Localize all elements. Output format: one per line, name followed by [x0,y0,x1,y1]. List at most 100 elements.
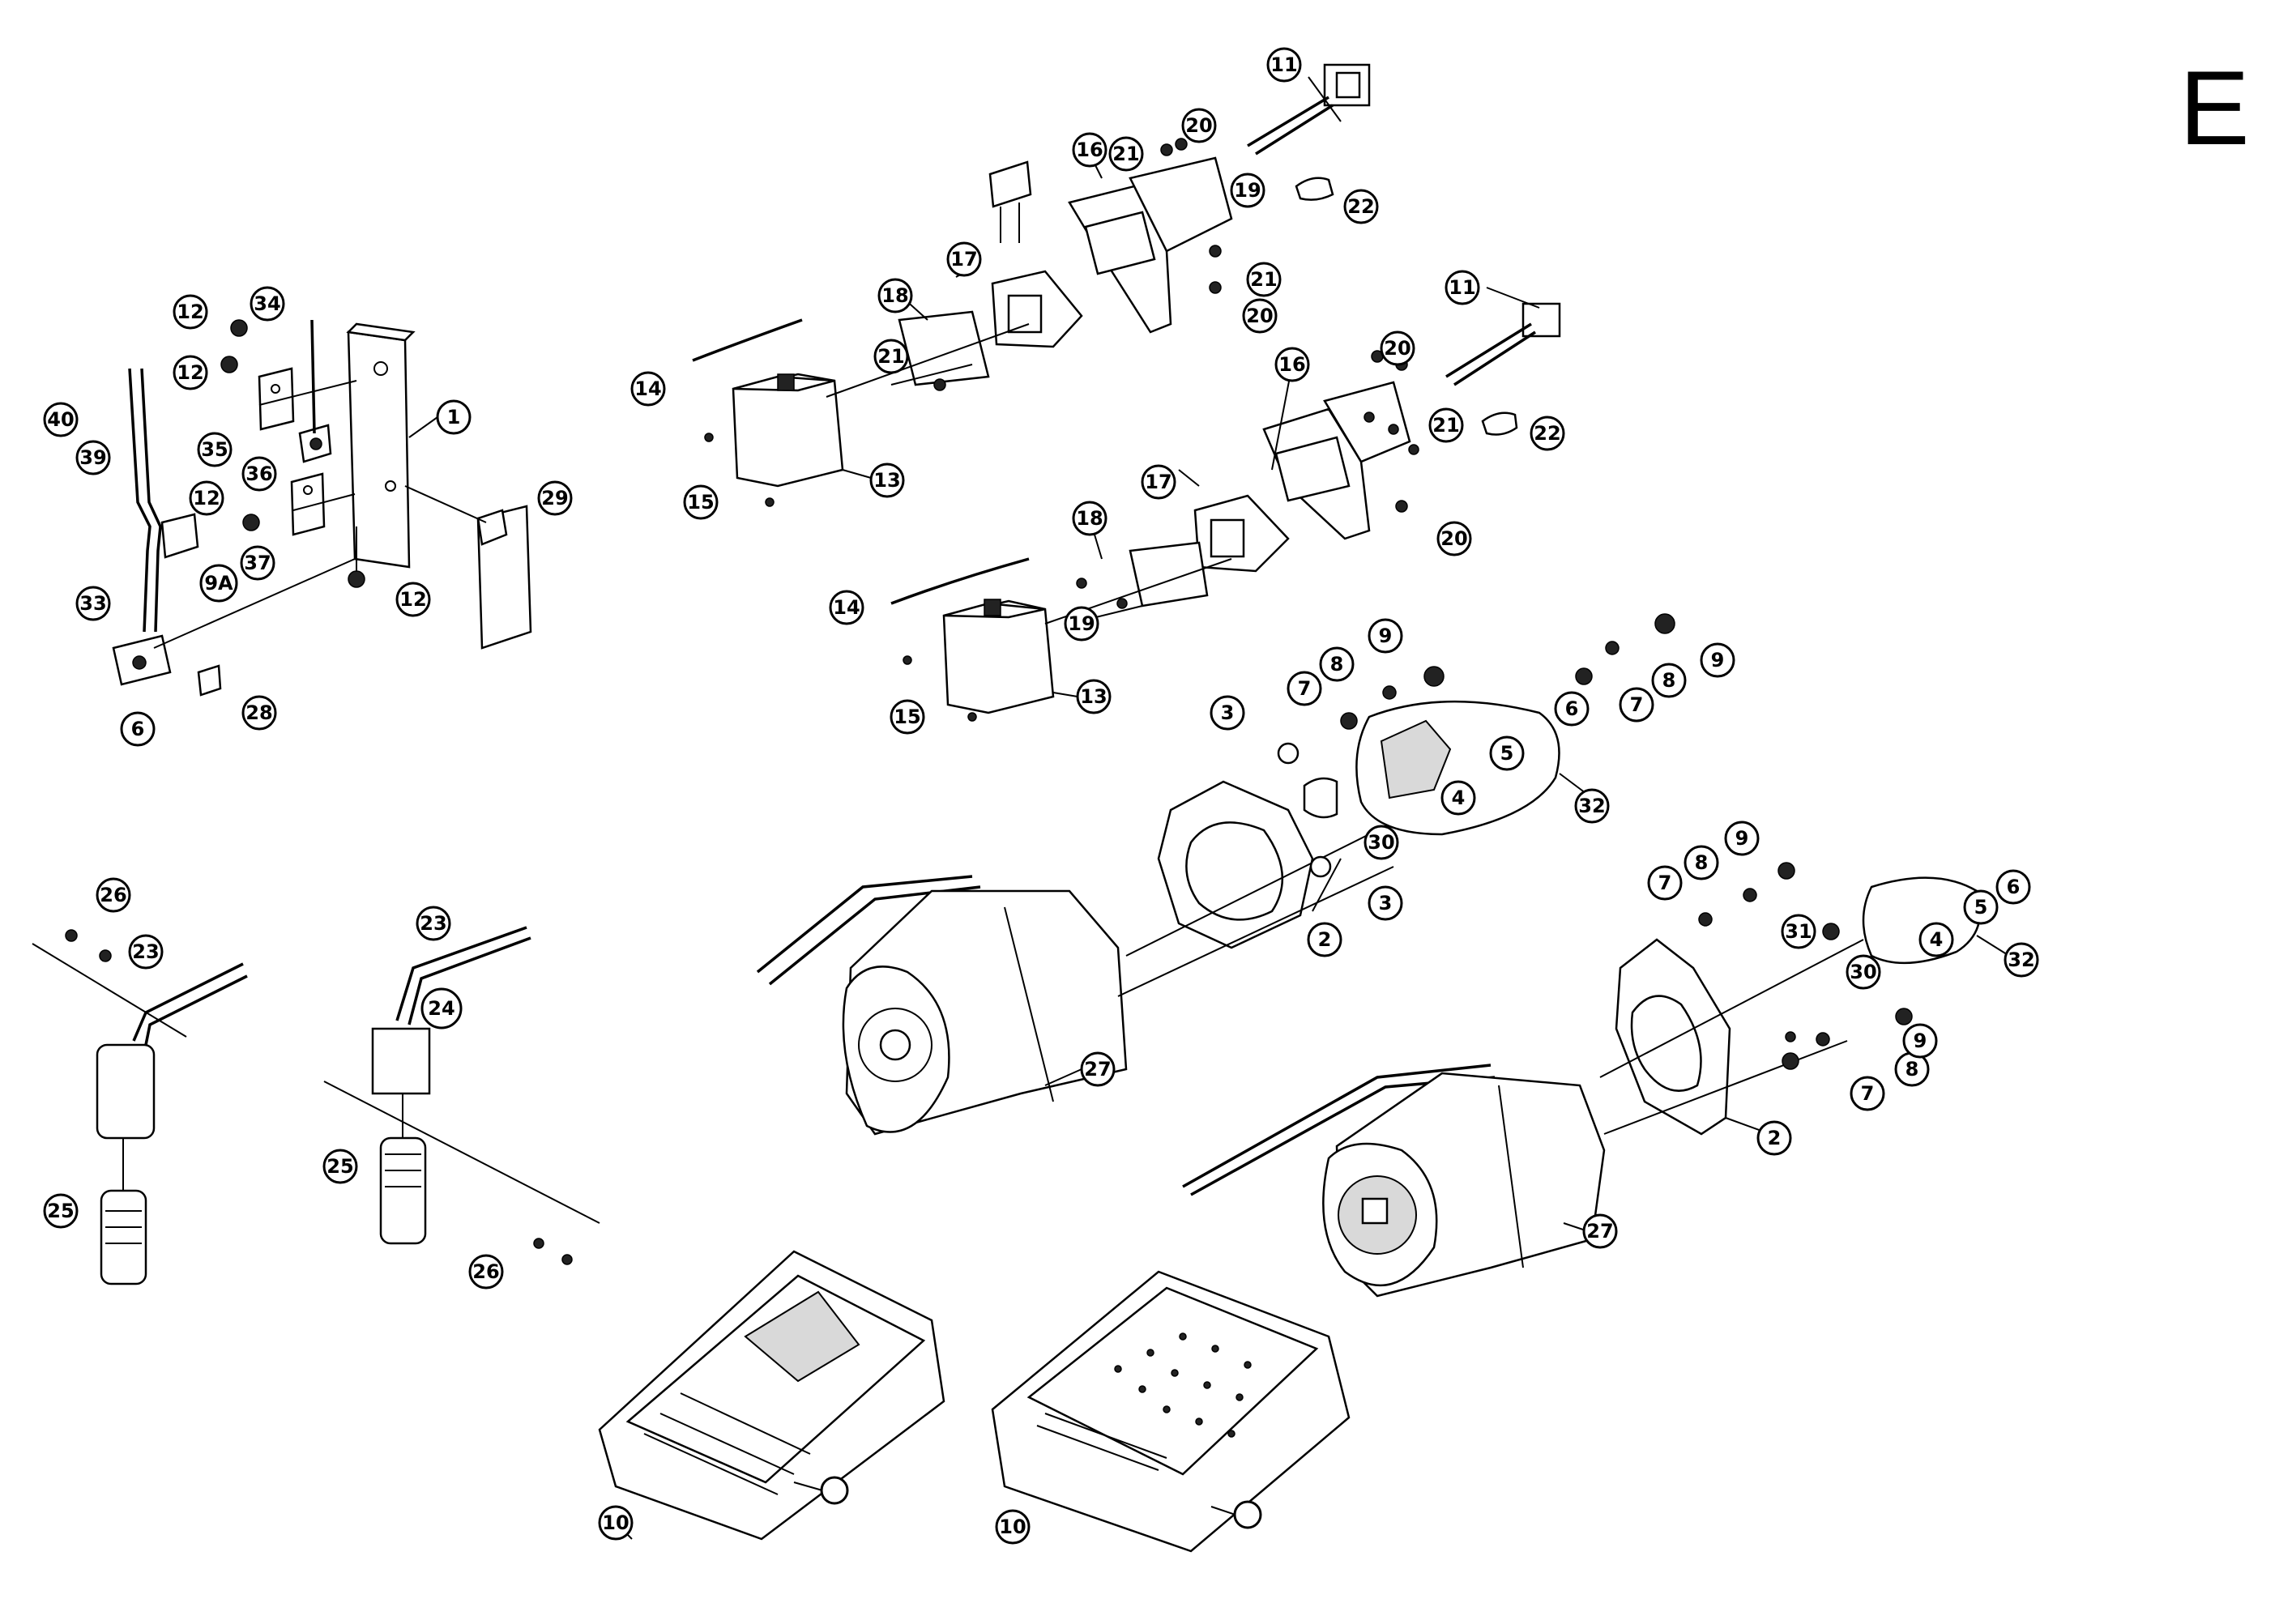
svg-text:21: 21 [877,345,904,368]
svg-text:33: 33 [79,592,106,615]
svg-text:34: 34 [254,292,280,315]
svg-text:40: 40 [47,408,74,431]
svg-text:9: 9 [1914,1030,1927,1052]
sheet-letter: E [2179,49,2250,167]
bracket-assembly [112,319,532,697]
callout-34: 34 [250,286,285,322]
lamp-socket-assemblies [32,926,600,1285]
callout-20: 20 [1242,298,1278,334]
callout-21: 21 [873,339,909,374]
svg-text:39: 39 [79,446,106,469]
callout-12: 12 [395,582,431,617]
callout-5: 5 [1489,735,1525,771]
svg-text:3: 3 [1221,701,1235,724]
svg-text:12: 12 [193,487,220,509]
svg-text:11: 11 [1449,276,1475,299]
callout-36: 36 [241,456,277,492]
svg-text:5: 5 [1500,742,1514,765]
callout-5: 5 [1963,889,1999,925]
svg-text:17: 17 [1145,471,1171,493]
callout-18: 18 [1072,501,1107,536]
svg-text:23: 23 [132,940,159,963]
callout-11: 11 [1445,270,1480,305]
callout-21: 21 [1428,407,1464,443]
callout-4: 4 [1440,780,1476,816]
svg-text:7: 7 [1861,1082,1875,1105]
svg-text:20: 20 [1440,527,1467,550]
svg-text:20: 20 [1185,114,1212,137]
callout-8: 8 [1894,1051,1930,1087]
svg-text:14: 14 [634,377,661,400]
callout-9A: 9A [199,564,238,603]
callout-22: 22 [1530,416,1565,451]
svg-text:15: 15 [687,491,714,514]
callout-12: 12 [173,294,208,330]
callout-39: 39 [75,440,111,475]
callout-21: 21 [1246,262,1282,297]
svg-text:10: 10 [602,1511,629,1534]
svg-text:9A: 9A [204,572,233,595]
svg-text:2: 2 [1318,928,1332,951]
callout-35: 35 [197,432,233,467]
callout-17: 17 [946,241,982,277]
callout-10: 10 [598,1505,634,1541]
callout-3: 3 [1368,885,1403,921]
callout-37: 37 [240,545,275,581]
callout-6: 6 [1554,691,1590,727]
svg-text:10: 10 [999,1516,1026,1538]
callout-7: 7 [1619,687,1654,723]
pedal-grip-dots [1114,1332,1252,1438]
callout-8: 8 [1684,845,1719,880]
svg-text:9: 9 [1711,649,1725,671]
callout-18: 18 [877,278,913,313]
svg-text:8: 8 [1662,669,1676,692]
svg-text:16: 16 [1278,353,1305,376]
callout-11: 11 [1266,47,1302,83]
callout-labels: 1 2 2 3 3 4 4 5 5 6 6 6 7 7 7 7 8 8 8 8 … [43,47,2039,1545]
svg-text:2: 2 [1768,1127,1782,1149]
callout-7: 7 [1647,865,1683,901]
callout-33: 33 [75,586,111,621]
svg-text:12: 12 [177,361,203,384]
callout-9: 9 [1368,618,1403,654]
callout-23: 23 [128,934,164,970]
svg-text:9: 9 [1379,625,1393,647]
callout-14: 14 [630,371,666,407]
svg-text:21: 21 [1250,268,1277,291]
callout-6: 6 [1995,869,2031,905]
svg-text:35: 35 [201,438,228,461]
svg-text:26: 26 [472,1260,499,1283]
svg-text:18: 18 [1076,507,1103,530]
svg-text:23: 23 [420,912,446,935]
svg-text:8: 8 [1330,653,1344,676]
svg-text:27: 27 [1586,1220,1613,1243]
svg-text:13: 13 [1080,685,1107,708]
svg-text:21: 21 [1112,143,1139,165]
svg-text:25: 25 [47,1200,74,1222]
svg-text:6: 6 [1565,697,1579,720]
switch-assembly-lower [890,302,1561,722]
callout-27: 27 [1080,1051,1116,1087]
callout-15: 15 [890,699,925,735]
svg-text:24: 24 [428,997,455,1020]
svg-text:6: 6 [131,718,145,740]
callout-8: 8 [1651,663,1687,698]
callout-14: 14 [829,590,864,625]
svg-text:8: 8 [1695,851,1709,874]
callout-22: 22 [1343,189,1379,224]
svg-text:3: 3 [1379,892,1393,914]
svg-text:29: 29 [541,487,568,509]
foot-controls [598,1250,1351,1553]
callout-32: 32 [2004,942,2039,978]
callout-24: 24 [420,987,463,1030]
callout-13: 13 [1076,679,1112,714]
svg-text:1: 1 [447,406,461,428]
svg-text:30: 30 [1850,961,1876,983]
svg-text:9: 9 [1735,827,1749,850]
callout-10: 10 [995,1509,1031,1545]
callout-9: 9 [1724,821,1760,856]
svg-text:20: 20 [1246,305,1273,327]
callout-27: 27 [1582,1213,1618,1249]
svg-text:28: 28 [245,701,272,724]
